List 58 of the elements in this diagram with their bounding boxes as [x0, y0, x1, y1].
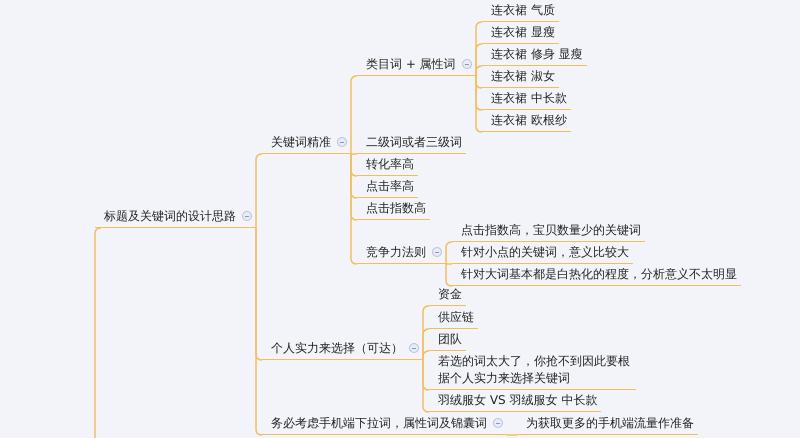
topic-node	[482, 46, 587, 66]
branch-connector	[445, 241, 453, 264]
topic-node	[262, 134, 351, 154]
topic-node	[429, 331, 466, 351]
topic-text: 连衣裙 欧根纱	[491, 112, 567, 129]
topic-text: 二级词或者三级词	[366, 134, 462, 151]
topic-node	[452, 244, 633, 264]
branch-connector	[351, 153, 357, 155]
topic-node	[357, 56, 476, 76]
branch-connector	[446, 263, 452, 265]
topic-node	[482, 24, 559, 44]
topic-text: 若选的词太大了，你抢不到因此要根据个人实力来选择关键词	[438, 353, 631, 387]
topic-node	[482, 2, 559, 22]
topic-text: 转化率高	[366, 156, 414, 173]
topic-text: 连衣裙 修身 显瘦	[491, 46, 583, 63]
topic-node	[357, 134, 466, 154]
topic-text: 关键词精准	[271, 134, 331, 151]
branch-connector	[422, 350, 430, 360]
topic-node	[452, 266, 741, 286]
topic-node	[429, 392, 602, 412]
topic-text: 连衣裙 气质	[491, 2, 555, 19]
branch-connector	[445, 264, 453, 287]
topic-text: 个人实力来选择（可达）	[271, 340, 403, 357]
topic-text: 点击指数高	[366, 200, 426, 217]
branch-connector	[507, 434, 517, 436]
topic-text: 为获取更多的手机端流量作准备	[526, 415, 694, 432]
topic-text: 类目词 + 属性词	[366, 56, 456, 73]
topic-text: 连衣裙 显瘦	[491, 24, 555, 41]
topic-node	[482, 68, 559, 88]
topic-text: 羽绒服女 VS 羽绒服女 中长款	[438, 392, 598, 409]
topic-text: 资金	[438, 286, 462, 303]
topic-text: 连衣裙 中长款	[491, 90, 567, 107]
topic-node	[95, 208, 256, 228]
topic-node	[262, 340, 423, 360]
topic-node	[262, 415, 507, 435]
topic-text: 竞争力法则	[366, 244, 426, 261]
topic-node	[357, 156, 418, 176]
topic-text: 连衣裙 淑女	[491, 68, 555, 85]
topic-text: 标题及关键词的设计思路	[104, 208, 236, 225]
branch-connector	[475, 76, 483, 133]
branch-connector	[422, 360, 430, 413]
topic-node	[452, 222, 645, 242]
topic-text: 针对小点的关键词，意义比较大	[461, 244, 629, 261]
topic-text: 点击指数高，宝贝数量少的关键词	[461, 222, 641, 239]
topic-node	[357, 178, 418, 198]
topic-node	[482, 90, 571, 110]
topic-text: 供应链	[438, 309, 474, 326]
topic-text: 点击率高	[366, 178, 414, 195]
topic-node	[429, 286, 466, 306]
topic-text: 务必考虑手机端下拉词，属性词及锦囊词	[271, 415, 487, 432]
topic-node	[357, 200, 430, 220]
topic-node	[357, 244, 446, 264]
topic-text: 团队	[438, 331, 462, 348]
branch-connector	[475, 65, 483, 76]
topic-text: 针对大词基本都是白热化的程度，分析意义不太明显	[461, 266, 737, 283]
topic-node	[482, 112, 571, 132]
topic-node	[517, 415, 698, 435]
topic-node	[429, 309, 478, 329]
